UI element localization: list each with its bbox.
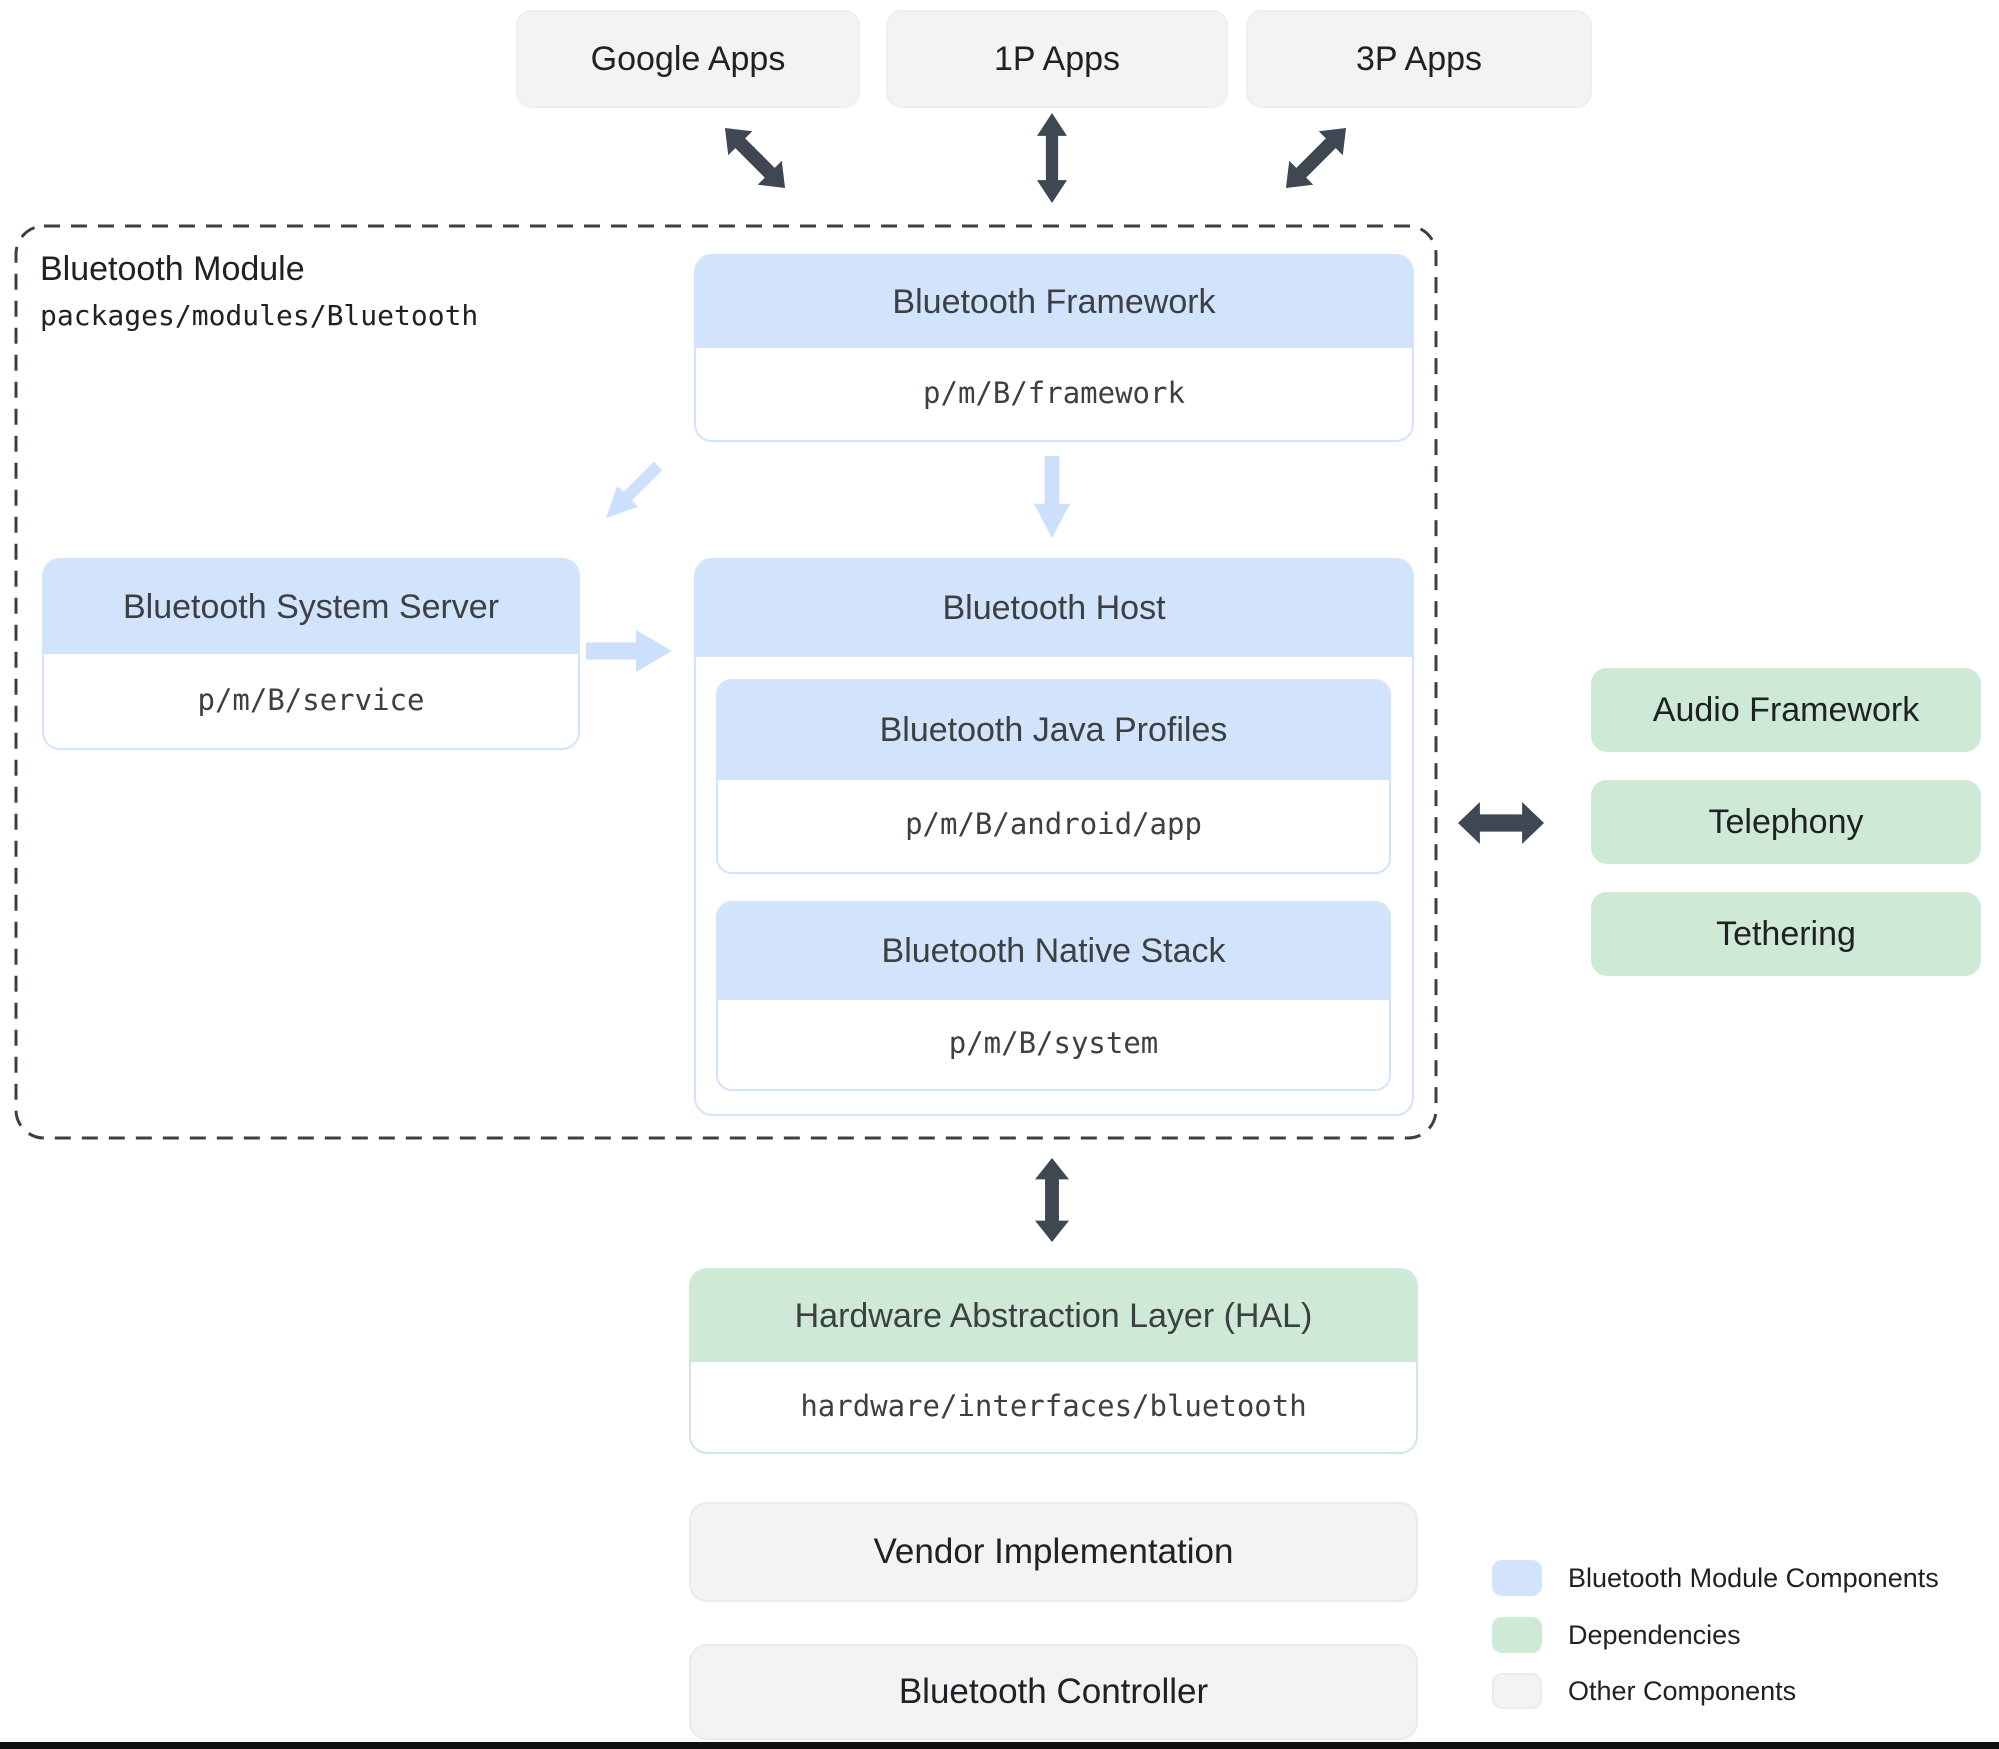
1p-apps-bidirectional-arrow-icon (1037, 113, 1067, 203)
google-apps-bidirectional-arrow-icon (717, 112, 793, 204)
1p-apps-label: 1P Apps (993, 39, 1121, 78)
bluetooth-system-server-title: Bluetooth System Server (44, 560, 578, 654)
legend-label-other-components: Other Components (1568, 1675, 1797, 1706)
bluetooth-framework-title: Bluetooth Framework (696, 256, 1412, 348)
bluetooth-module-dashed-border (14, 224, 1438, 1140)
telephony-label: Telephony (1708, 802, 1864, 841)
legend-label-module-components: Bluetooth Module Components (1568, 1562, 1939, 1593)
module-to-dependencies-arrow-icon (1458, 802, 1544, 844)
legend-item-module-components: Bluetooth Module Components (1492, 1560, 1939, 1596)
bluetooth-system-server-path: p/m/B/service (44, 654, 578, 746)
3p-apps-label: 3P Apps (1355, 39, 1483, 78)
tethering-label: Tethering (1716, 914, 1856, 953)
node-hal: Hardware Abstraction Layer (HAL) hardwar… (689, 1268, 1418, 1454)
bluetooth-module-title: Bluetooth Module (40, 250, 305, 288)
legend-label-dependencies: Dependencies (1568, 1619, 1741, 1650)
node-google-apps: Google Apps (516, 10, 860, 108)
module-to-hal-arrow-icon (1035, 1158, 1069, 1242)
bluetooth-framework-path: p/m/B/framework (696, 348, 1412, 438)
node-vendor-implementation: Vendor Implementation (689, 1502, 1418, 1602)
legend-swatch-green (1492, 1617, 1542, 1653)
bluetooth-module-label: Bluetooth Module packages/modules/Blueto… (40, 252, 478, 330)
node-bluetooth-java-profiles: Bluetooth Java Profiles p/m/B/android/ap… (716, 679, 1391, 874)
node-bluetooth-controller: Bluetooth Controller (689, 1644, 1418, 1740)
google-apps-label: Google Apps (590, 39, 786, 78)
bluetooth-java-profiles-title: Bluetooth Java Profiles (718, 681, 1389, 780)
node-bluetooth-system-server: Bluetooth System Server p/m/B/service (42, 558, 580, 750)
legend: Bluetooth Module Components Dependencies… (1492, 1560, 1939, 1709)
vendor-implementation-label: Vendor Implementation (873, 1532, 1234, 1571)
legend-item-dependencies: Dependencies (1492, 1617, 1939, 1653)
bluetooth-java-profiles-path: p/m/B/android/app (718, 780, 1389, 868)
3p-apps-bidirectional-arrow-icon (1278, 112, 1354, 204)
screenshot-bottom-edge (0, 1742, 1999, 1749)
framework-to-host-arrow-icon (1034, 456, 1070, 538)
bluetooth-module-path: packages/modules/Bluetooth (40, 299, 479, 332)
node-1p-apps: 1P Apps (886, 10, 1228, 108)
node-audio-framework: Audio Framework (1591, 668, 1981, 752)
bluetooth-native-stack-path: p/m/B/system (718, 1000, 1389, 1085)
node-tethering: Tethering (1591, 892, 1981, 976)
hal-title: Hardware Abstraction Layer (HAL) (691, 1270, 1416, 1362)
bluetooth-host-title: Bluetooth Host (696, 560, 1412, 657)
legend-swatch-gray (1492, 1673, 1542, 1709)
bluetooth-native-stack-title: Bluetooth Native Stack (718, 903, 1389, 1000)
hal-path: hardware/interfaces/bluetooth (691, 1362, 1416, 1450)
legend-item-other-components: Other Components (1492, 1673, 1939, 1709)
node-bluetooth-framework: Bluetooth Framework p/m/B/framework (694, 254, 1414, 442)
legend-swatch-blue (1492, 1560, 1542, 1596)
audio-framework-label: Audio Framework (1652, 690, 1920, 729)
system-server-to-host-arrow-icon (586, 630, 672, 672)
node-3p-apps: 3P Apps (1246, 10, 1592, 108)
bluetooth-controller-label: Bluetooth Controller (898, 1672, 1209, 1711)
node-telephony: Telephony (1591, 780, 1981, 864)
framework-to-system-server-arrow-icon (596, 452, 668, 532)
node-bluetooth-native-stack: Bluetooth Native Stack p/m/B/system (716, 901, 1391, 1091)
